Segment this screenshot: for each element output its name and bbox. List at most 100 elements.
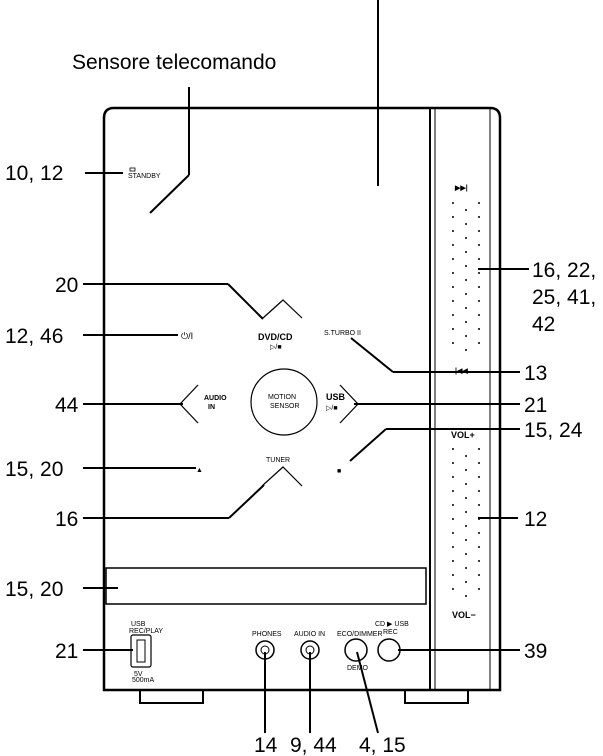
strip-dot (478, 314, 480, 316)
strip-dot (452, 272, 454, 274)
strip-dot (452, 462, 454, 464)
callout-eject: 15, 20 (5, 458, 63, 481)
next-track-button[interactable]: ▶▶| (454, 185, 468, 192)
strip-dot (478, 574, 480, 576)
strip-dot (478, 504, 480, 506)
strip-dot (465, 595, 467, 597)
device-body (102, 106, 502, 704)
callout-audio-in: 44 (55, 394, 79, 417)
phones-label: PHONES (252, 631, 282, 638)
strip-dot (452, 300, 454, 302)
strip-dot (452, 328, 454, 330)
callout-phones: 14 (254, 734, 278, 756)
strip-dot (452, 342, 454, 344)
motion-sensor (250, 368, 318, 436)
strip-dot (465, 483, 467, 485)
standby-led (129, 167, 136, 172)
callout-dvd-cd: 20 (55, 274, 78, 297)
strip-dot (452, 258, 454, 260)
callout-stop: 15, 24 (524, 419, 583, 442)
strip-dot (452, 448, 454, 450)
strip-dot (465, 581, 467, 583)
strip-dot (465, 265, 467, 267)
strip-dot (452, 286, 454, 288)
usb-play-pause: ▷/■ (326, 405, 338, 412)
usb-button[interactable] (339, 384, 359, 424)
callout-standby: 10, 12 (5, 162, 63, 185)
strip-dot (465, 525, 467, 527)
callout-skip-2: 25, 41, (532, 286, 596, 309)
standby-label: STANDBY (128, 173, 161, 180)
strip-dot (465, 223, 467, 225)
motion-label: MOTION (268, 394, 296, 401)
strip-dot (478, 476, 480, 478)
tuner-button[interactable] (261, 466, 303, 487)
phones-jack[interactable] (255, 640, 275, 660)
vol-minus-button[interactable]: VOL− (452, 610, 476, 620)
disc-tray[interactable] (105, 567, 427, 605)
strip-dot (465, 307, 467, 309)
callout-usb: 21 (524, 394, 547, 417)
callout-volume: 12 (524, 508, 547, 531)
strip-dot (452, 202, 454, 204)
strip-dot (452, 490, 454, 492)
audio-in-jack[interactable] (300, 640, 320, 660)
power-button[interactable]: ⏻/I (181, 331, 193, 341)
usb-port[interactable] (130, 634, 152, 668)
leader-lines (83, 0, 529, 734)
eject-button[interactable]: ▲ (196, 467, 203, 474)
strip-dot (478, 244, 480, 246)
prev-track-button[interactable]: |◀◀ (455, 368, 468, 375)
tuner-label: TUNER (266, 457, 290, 464)
strip-dot (478, 532, 480, 534)
demo-label: DEMO (347, 665, 369, 672)
strip-dot (478, 286, 480, 288)
callout-usb-port: 21 (55, 640, 78, 663)
callout-sturbo: 13 (524, 362, 547, 385)
audio-in-button[interactable] (179, 384, 199, 424)
spec-ma-label: 500mA (132, 677, 155, 684)
dvd-cd-label: DVD/CD (258, 332, 293, 342)
strip-dot (465, 567, 467, 569)
strip-dot (452, 588, 454, 590)
skip-touch-strip[interactable] (452, 202, 480, 351)
dvd-cd-play-pause: ▷/■ (270, 344, 282, 351)
callout-cd-usb: 39 (524, 640, 547, 663)
spec-5v-label: 5V (134, 671, 143, 678)
vol-plus-button[interactable]: VOL+ (451, 430, 475, 440)
strip-dot (452, 216, 454, 218)
rec-play-label: REC/PLAY (129, 628, 163, 635)
strip-dot (452, 504, 454, 506)
strip-dot (478, 258, 480, 260)
strip-dot (478, 490, 480, 492)
usb-port-label: USB (131, 621, 146, 628)
strip-dot (465, 511, 467, 513)
audio-in-label-2: IN (208, 404, 215, 411)
callout-tray: 15, 20 (5, 578, 63, 601)
callout-tuner: 16 (55, 508, 78, 531)
strip-dot (465, 349, 467, 351)
strip-dot (465, 237, 467, 239)
strip-dot (452, 476, 454, 478)
strip-dot (478, 546, 480, 548)
eco-dimmer-button[interactable] (344, 638, 368, 662)
strip-dot (465, 455, 467, 457)
sturbo-button[interactable]: S.TURBO II (324, 330, 361, 337)
strip-dot (452, 546, 454, 548)
volume-touch-strip[interactable] (452, 448, 480, 597)
strip-dot (478, 328, 480, 330)
strip-dot (478, 462, 480, 464)
cd-usb-rec-button[interactable] (377, 638, 401, 662)
strip-dot (478, 272, 480, 274)
usb-label: USB (326, 392, 346, 402)
callout-power: 12, 46 (5, 325, 63, 348)
stop-button[interactable]: ■ (337, 468, 341, 475)
cd-usb-label: CD ▶ USB (375, 621, 409, 628)
strip-dot (452, 574, 454, 576)
callout-skip-3: 42 (532, 313, 555, 336)
dvd-cd-button[interactable] (262, 299, 303, 319)
strip-dot (465, 251, 467, 253)
strip-dot (465, 335, 467, 337)
callout-audio-in-jack: 9, 44 (290, 734, 337, 756)
